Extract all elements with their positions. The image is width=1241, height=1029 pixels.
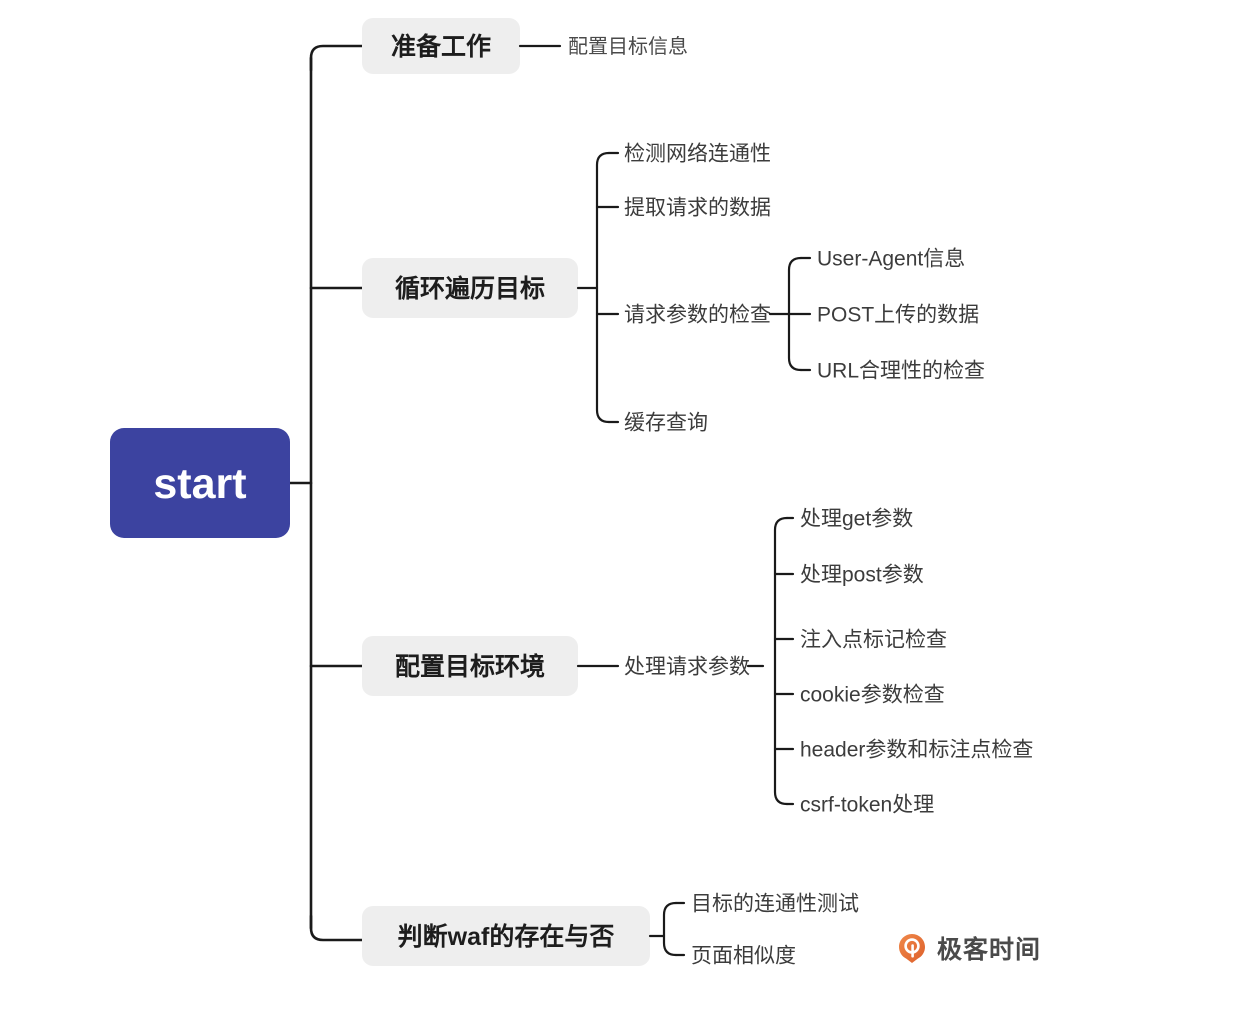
branch-node-3[interactable]: 配置目标环境: [362, 636, 578, 696]
leaf-label-3-1-3[interactable]: 注入点标记检查: [800, 629, 947, 652]
leaf-label-2-2[interactable]: 提取请求的数据: [624, 197, 771, 220]
branch-1-label: 准备工作: [391, 33, 491, 61]
leaf-label-2-3-3[interactable]: URL合理性的检查: [817, 360, 985, 383]
leaf-label-3-1-1[interactable]: 处理get参数: [800, 508, 913, 531]
branch-4-subspine: [662, 901, 678, 957]
branch-3-label: 配置目标环境: [395, 652, 545, 681]
leaf-label-3-1-2[interactable]: 处理post参数: [800, 564, 924, 587]
branch-node-2[interactable]: 循环遍历目标: [362, 258, 578, 318]
trunk-elbow-1: [309, 44, 364, 72]
branch-1-box: [362, 18, 520, 74]
leaf-label-4-1[interactable]: 目标的连通性测试: [691, 893, 859, 916]
branch-2-subspine: [595, 151, 611, 424]
branch-4-box: [362, 906, 650, 966]
leaf-label-3-1[interactable]: 处理请求参数: [624, 656, 750, 679]
leaf-label-2-4[interactable]: 缓存查询: [624, 412, 708, 435]
branch-node-4[interactable]: 判断waf的存在与否: [362, 906, 650, 966]
trunk-elbow-4: [309, 914, 364, 942]
leaf-label-2-1[interactable]: 检测网络连通性: [624, 143, 771, 166]
branch-3-box: [362, 636, 578, 696]
leaf-label-2-3-1[interactable]: User-Agent信息: [817, 248, 965, 271]
watermark-logo: 极客时间: [896, 930, 1041, 966]
leaf-label-2-3-2[interactable]: POST上传的数据: [817, 304, 979, 327]
leaf-label-1-1[interactable]: 配置目标信息: [568, 35, 688, 58]
branch-node-1[interactable]: 准备工作: [362, 18, 520, 74]
branch-2-label: 循环遍历目标: [395, 274, 545, 303]
branch-2-box: [362, 258, 578, 318]
leaf-label-3-1-4[interactable]: cookie参数检查: [800, 684, 945, 707]
root-node-start[interactable]: start: [110, 428, 290, 538]
leaf-label-3-1-5[interactable]: header参数和标注点检查: [800, 739, 1033, 762]
root-node-box: [110, 428, 290, 538]
leaf-label-3-1-6[interactable]: csrf-token处理: [800, 794, 934, 817]
leaf-label-2-3[interactable]: 请求参数的检查: [624, 304, 771, 327]
branch-4-label: 判断waf的存在与否: [398, 922, 615, 951]
geektime-logo-icon: [896, 932, 928, 964]
watermark-label: 极客时间: [937, 936, 1042, 964]
branch-3-1-subspine: [773, 516, 789, 806]
leaf-label-4-2[interactable]: 页面相似度: [691, 945, 796, 968]
root-node-label: start: [153, 460, 246, 508]
